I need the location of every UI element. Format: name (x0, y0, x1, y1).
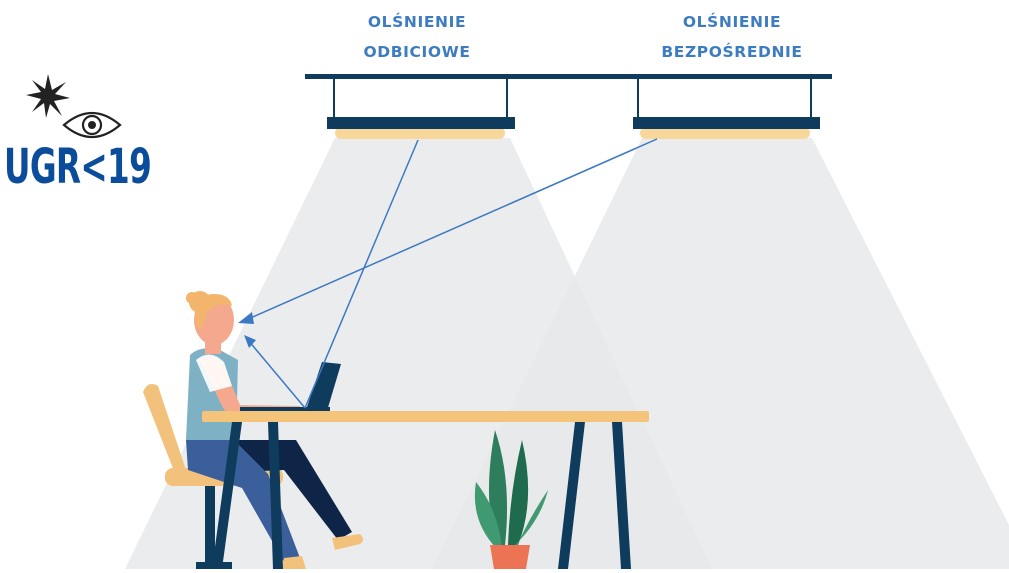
suspension-wire (506, 79, 508, 119)
reflected-glare-ray (244, 139, 419, 409)
direct-glare-label-line1: OLŚNIENIE (682, 13, 782, 31)
ceiling-rail (305, 74, 832, 79)
luminaire-right (633, 117, 820, 139)
reflected-glare-label-line2: ODBICIOWE (363, 43, 471, 61)
reflected-glare-label-line1: OLŚNIENIE (367, 13, 467, 31)
laptop (240, 362, 341, 412)
direct-glare-ray (238, 138, 658, 324)
reflected-glare-label: OLŚNIENIE ODBICIOWE (317, 7, 517, 67)
direct-glare-label-line2: BEZPOŚREDNIE (661, 43, 803, 61)
suspension-wire (810, 79, 812, 119)
sparkle-icon (26, 74, 70, 118)
direct-glare-label: OLŚNIENIE BEZPOŚREDNIE (632, 7, 832, 67)
desk (202, 411, 649, 569)
suspension-wire (637, 79, 639, 119)
suspension-wire (333, 79, 335, 119)
eye-icon (62, 112, 122, 138)
potted-plant (474, 430, 548, 569)
luminaire-left (327, 117, 515, 139)
ugr-badge-text: UGR<19 (4, 139, 152, 195)
